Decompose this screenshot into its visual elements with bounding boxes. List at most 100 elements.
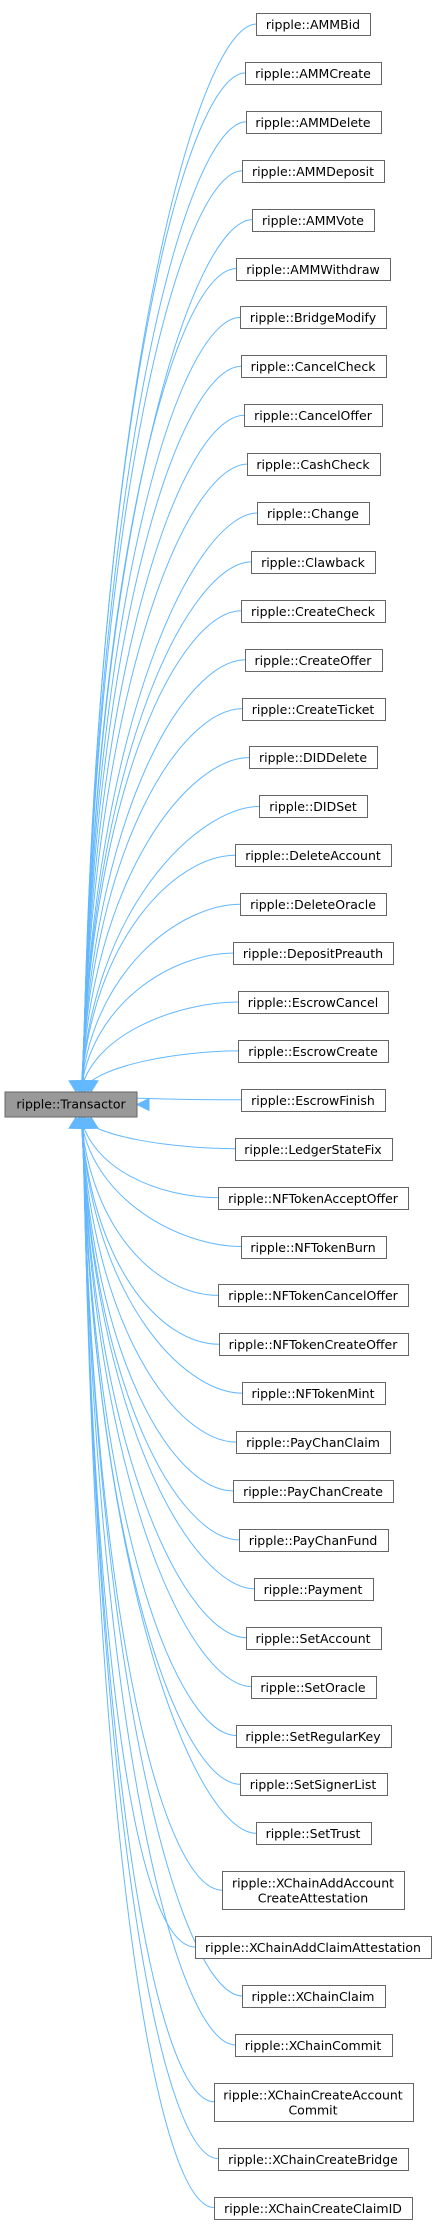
inheritance-edge — [81, 1114, 255, 1590]
class-node[interactable]: ripple::SetRegularKey — [236, 1725, 392, 1748]
inheritance-edge — [80, 1114, 237, 1443]
class-node-box — [235, 2034, 393, 2057]
class-node-label: ripple::CreateCheck — [251, 604, 376, 619]
inheritance-arrowhead — [135, 1097, 150, 1112]
class-node[interactable]: ripple::SetTrust — [256, 1822, 372, 1845]
class-node[interactable]: ripple::CreateCheck — [241, 600, 386, 623]
class-node-box — [241, 1089, 386, 1112]
class-node-label: ripple::DeleteAccount — [245, 848, 381, 863]
class-node-box — [252, 209, 375, 232]
inheritance-edge — [81, 561, 252, 1095]
class-node-box — [236, 1431, 391, 1454]
class-node[interactable]: ripple::SetAccount — [246, 1627, 382, 1650]
class-node[interactable]: ripple::PayChanClaim — [236, 1431, 391, 1454]
inheritance-edge — [81, 1114, 223, 1891]
class-node[interactable]: ripple::AMMDeposit — [242, 160, 385, 183]
class-node[interactable]: ripple::NFTokenCancelOffer — [218, 1284, 409, 1307]
class-node-label: ripple::Clawback — [261, 555, 366, 570]
class-node[interactable]: ripple::XChainClaim — [242, 1985, 386, 2008]
class-node[interactable]: ripple::NFTokenAcceptOffer — [218, 1187, 409, 1210]
inheritance-edge — [81, 1114, 252, 1688]
inheritance-edge — [82, 1114, 236, 2046]
class-node[interactable]: ripple::LedgerStateFix — [235, 1138, 393, 1161]
class-node[interactable]: ripple::EscrowCreate — [238, 1040, 389, 1063]
class-node[interactable]: ripple::NFTokenCreateOffer — [219, 1333, 409, 1356]
class-node[interactable]: ripple::AMMBid — [256, 13, 371, 36]
class-node-label: ripple::CancelCheck — [251, 359, 377, 374]
class-node-label: ripple::DepositPreauth — [243, 946, 383, 961]
class-node-label: ripple::AMMCreate — [255, 66, 371, 81]
class-node[interactable]: ripple::AMMDelete — [246, 111, 382, 134]
class-node-box — [222, 1871, 405, 1910]
inheritance-edge — [80, 903, 241, 1095]
class-node-box — [233, 942, 394, 965]
class-node-box — [242, 160, 385, 183]
inheritance-arrowhead — [83, 1116, 99, 1129]
class-node[interactable]: ripple::DIDSet — [259, 795, 368, 818]
root-node[interactable]: ripple::Transactor — [4, 1091, 138, 1118]
class-node-label: ripple::NFTokenCancelOffer — [228, 1288, 398, 1303]
class-node[interactable]: ripple::XChainCreateClaimID — [214, 2197, 413, 2220]
class-node[interactable]: ripple::XChainAddAccountCreateAttestatio… — [222, 1871, 405, 1910]
inheritance-edge — [80, 1114, 219, 1296]
class-node[interactable]: ripple::AMMCreate — [245, 62, 382, 85]
class-node[interactable]: ripple::DepositPreauth — [233, 942, 394, 965]
class-node-label: ripple::NFTokenCreateOffer — [229, 1337, 399, 1352]
class-node[interactable]: ripple::BridgeModify — [240, 306, 387, 329]
class-node-label: ripple::LedgerStateFix — [244, 1142, 381, 1157]
inheritance-arrowhead — [83, 1080, 99, 1093]
class-node-box — [245, 62, 382, 85]
class-node[interactable]: ripple::XChainCommit — [235, 2034, 393, 2057]
inheritance-edge — [81, 365, 242, 1095]
class-node-label: ripple::BridgeModify — [250, 310, 377, 325]
class-node[interactable]: ripple::AMMVote — [252, 209, 375, 232]
class-node[interactable]: ripple::SetOracle — [251, 1676, 377, 1699]
class-node-label: ripple::XChainAddAccount — [232, 1876, 394, 1891]
class-node-box — [236, 258, 391, 281]
class-node[interactable]: ripple::NFTokenBurn — [241, 1236, 387, 1259]
class-node-label: ripple::AMMDelete — [255, 115, 371, 130]
class-node[interactable]: ripple::CreateTicket — [242, 698, 386, 721]
class-node[interactable]: ripple::DeleteOracle — [240, 893, 387, 916]
class-node-label: ripple::AMMVote — [262, 213, 364, 228]
inheritance-edge — [80, 1114, 243, 1394]
class-node-box — [233, 1480, 394, 1503]
class-node[interactable]: ripple::CancelCheck — [241, 355, 387, 378]
class-node-box — [214, 2197, 413, 2220]
class-node[interactable]: ripple::EscrowFinish — [241, 1089, 386, 1112]
class-node[interactable]: ripple::SetSignerList — [240, 1773, 388, 1796]
inheritance-edge — [79, 1114, 219, 1199]
class-node[interactable]: ripple::DIDDelete — [249, 746, 378, 769]
class-node-box — [219, 1333, 409, 1356]
class-node-box — [238, 1040, 389, 1063]
class-node[interactable]: ripple::XChainAddClaimAttestation — [195, 1936, 432, 1959]
class-node-label: ripple::SetAccount — [255, 1631, 370, 1646]
class-node-label: ripple::XChainClaim — [252, 1989, 375, 2004]
class-node[interactable]: ripple::XChainCreateBridge — [218, 2148, 409, 2171]
class-node[interactable]: ripple::PayChanFund — [239, 1529, 389, 1552]
class-node[interactable]: ripple::PayChanCreate — [233, 1480, 394, 1503]
class-node-label: ripple::DeleteOracle — [250, 897, 376, 912]
class-node[interactable]: ripple::Change — [257, 502, 370, 525]
class-node[interactable]: ripple::EscrowCancel — [238, 991, 389, 1014]
class-node-label: ripple::SetOracle — [260, 1680, 366, 1695]
inheritance-edge — [81, 463, 248, 1095]
class-node-box — [240, 306, 387, 329]
class-node-label: ripple::CreateTicket — [252, 702, 375, 717]
class-node-box — [251, 551, 376, 574]
class-node[interactable]: ripple::NFTokenMint — [242, 1382, 386, 1405]
inheritance-edge — [82, 1114, 196, 1948]
class-node[interactable]: ripple::AMMWithdraw — [236, 258, 391, 281]
inheritance-edge — [80, 757, 250, 1095]
inheritance-edge — [82, 170, 243, 1095]
class-node[interactable]: ripple::CashCheck — [247, 453, 381, 476]
inheritance-edge — [80, 1114, 220, 1345]
class-node[interactable]: ripple::CancelOffer — [244, 404, 383, 427]
class-node[interactable]: ripple::Clawback — [251, 551, 376, 574]
class-node[interactable]: ripple::CreateOffer — [245, 649, 383, 672]
class-node[interactable]: ripple::Payment — [254, 1578, 374, 1601]
class-node[interactable]: ripple::DeleteAccount — [235, 844, 392, 867]
class-node-box — [246, 1627, 382, 1650]
